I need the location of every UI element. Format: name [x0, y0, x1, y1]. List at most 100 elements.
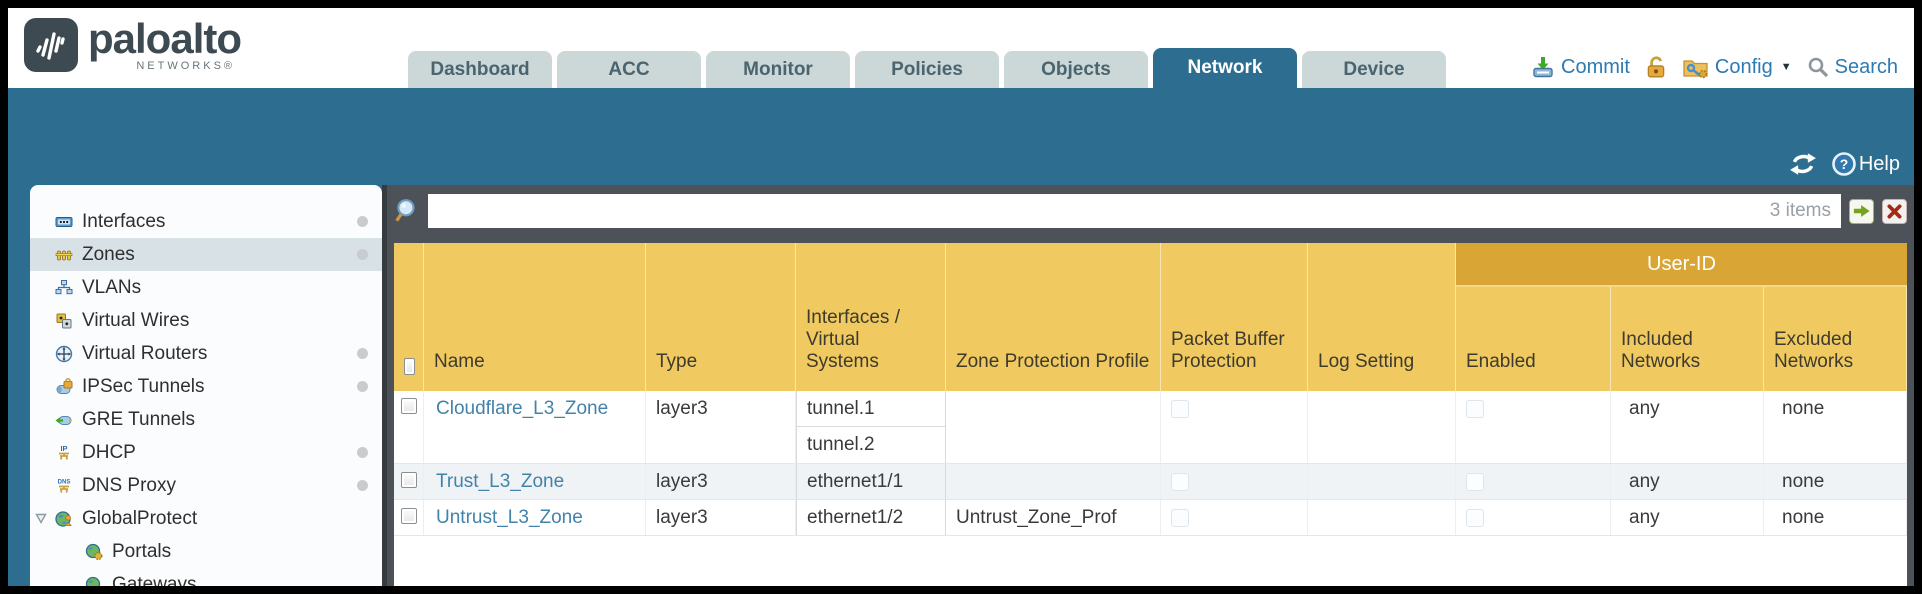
packet-buffer-protection-checkbox[interactable] [1171, 473, 1189, 491]
table-header: Name Type Interfaces / Virtual Systems Z… [394, 243, 1907, 391]
zone-type: layer3 [646, 391, 796, 463]
sidebar-item-virtual-wires[interactable]: Virtual Wires [30, 304, 382, 337]
packet-buffer-protection-checkbox[interactable] [1171, 400, 1189, 418]
config-label: Config [1714, 55, 1773, 78]
status-dot [357, 381, 368, 392]
col-header-type[interactable]: Type [646, 243, 796, 391]
col-header-included-networks[interactable]: Included Networks [1611, 243, 1764, 391]
status-dot [357, 249, 368, 260]
content-area: Interfaces Zones [8, 185, 1914, 586]
status-dot [357, 216, 368, 227]
log-setting [1308, 391, 1456, 463]
sidebar-item-interfaces[interactable]: Interfaces [30, 205, 382, 238]
col-header-name[interactable]: Name [424, 243, 646, 391]
filter-field: 3 items [428, 194, 1841, 228]
col-header-packet-buffer-protection[interactable]: Packet Buffer Protection [1161, 243, 1308, 391]
user-id-enabled-checkbox[interactable] [1466, 473, 1484, 491]
sidebar-item-label: Zones [82, 243, 135, 265]
clear-filter-button[interactable] [1882, 198, 1907, 224]
interface-cell: tunnel.2 [807, 434, 875, 455]
virtual-wires-icon [56, 313, 72, 328]
sidebar-item-label: Virtual Wires [82, 309, 190, 331]
packet-buffer-protection-checkbox[interactable] [1171, 509, 1189, 527]
user-id-enabled-checkbox[interactable] [1466, 400, 1484, 418]
col-header-interfaces[interactable]: Interfaces / Virtual Systems [796, 243, 946, 391]
config-button[interactable]: Config ▼ [1682, 55, 1792, 79]
zone-protection-profile: Untrust_Zone_Prof [946, 500, 1161, 535]
zone-name-link[interactable]: Cloudflare_L3_Zone [436, 398, 609, 419]
zone-type: layer3 [646, 500, 796, 535]
col-header-log-setting[interactable]: Log Setting [1308, 243, 1456, 391]
sidebar-item-label: IPSec Tunnels [82, 375, 205, 397]
tab-policies[interactable]: Policies [855, 51, 999, 88]
col-header-zone-protection-profile[interactable]: Zone Protection Profile [946, 243, 1161, 391]
table-row: Trust_L3_Zone layer3 ethernet1/1 any non… [394, 464, 1907, 500]
row-checkbox[interactable] [401, 472, 417, 488]
interface-cell: tunnel.1 [797, 391, 945, 427]
search-label: Search [1834, 55, 1898, 78]
col-header-enabled[interactable]: Enabled [1456, 243, 1611, 391]
sidebar-item-globalprotect[interactable]: GlobalProtect [30, 502, 382, 535]
help-icon: ? [1832, 152, 1856, 176]
apply-filter-button[interactable] [1849, 198, 1874, 224]
globalprotect-icon [55, 510, 72, 527]
sidebar-item-vlans[interactable]: VLANs [30, 271, 382, 304]
tab-network[interactable]: Network [1153, 48, 1297, 88]
config-icon [1683, 60, 1708, 79]
status-dot [357, 348, 368, 359]
tab-device[interactable]: Device [1302, 51, 1446, 88]
sidebar-item-virtual-routers[interactable]: Virtual Routers [30, 337, 382, 370]
dns-proxy-icon: DNS [58, 479, 70, 492]
table-empty-area [394, 536, 1907, 586]
refresh-icon[interactable] [1789, 152, 1817, 176]
row-checkbox[interactable] [401, 398, 417, 414]
sidebar-item-dhcp[interactable]: IP DHCP [30, 436, 382, 469]
sidebar-item-dns-proxy[interactable]: DNS DNS Proxy [30, 469, 382, 502]
app-window: paloalto NETWORKS® Dashboard ACC Monitor… [8, 8, 1914, 586]
table-row: Untrust_L3_Zone layer3 ethernet1/2 Untru… [394, 500, 1907, 536]
zones-icon [55, 250, 73, 260]
sidebar-item-label: GlobalProtect [82, 507, 198, 529]
col-header-excluded-networks[interactable]: Excluded Networks [1764, 243, 1907, 391]
commit-button[interactable]: Commit [1531, 55, 1630, 79]
paloalto-logo: paloalto NETWORKS® [24, 14, 242, 72]
ipsec-tunnels-icon [56, 377, 73, 394]
zones-table: Name Type Interfaces / Virtual Systems Z… [394, 243, 1907, 586]
sidebar-item-portals[interactable]: Portals [30, 535, 382, 568]
zone-name-link[interactable]: Trust_L3_Zone [436, 471, 565, 492]
tab-objects[interactable]: Objects [1004, 51, 1148, 88]
soundwave-icon [36, 32, 65, 60]
collapse-triangle-icon[interactable] [35, 513, 47, 524]
sidebar-item-zones[interactable]: Zones [30, 238, 382, 271]
excluded-networks: none [1764, 391, 1907, 463]
sidebar-item-gateways[interactable]: Gateways [30, 568, 382, 586]
tab-acc[interactable]: ACC [557, 51, 701, 88]
row-checkbox[interactable] [401, 508, 417, 524]
commit-label: Commit [1561, 55, 1630, 78]
sidebar-item-gre-tunnels[interactable]: GRE Tunnels [30, 403, 382, 436]
excluded-networks: none [1764, 464, 1907, 499]
zone-type: layer3 [646, 464, 796, 499]
help-button[interactable]: ? Help [1831, 151, 1900, 177]
search-button[interactable]: Search [1807, 56, 1898, 79]
items-count: 3 items [1769, 200, 1831, 221]
main-nav-tabs: Dashboard ACC Monitor Policies Objects N… [408, 48, 1446, 88]
lock-icon[interactable] [1645, 55, 1667, 79]
filter-input[interactable] [428, 194, 1841, 228]
zone-name-link[interactable]: Untrust_L3_Zone [436, 507, 583, 528]
tab-monitor[interactable]: Monitor [706, 51, 850, 88]
commit-icon [1533, 57, 1553, 78]
included-networks: any [1611, 464, 1764, 499]
sidebar-item-label: DNS Proxy [82, 474, 176, 496]
log-setting [1308, 464, 1456, 499]
tab-dashboard[interactable]: Dashboard [408, 51, 552, 88]
sidebar-item-label: Virtual Routers [82, 342, 208, 364]
sidebar-item-ipsec-tunnels[interactable]: IPSec Tunnels [30, 370, 382, 403]
user-id-enabled-checkbox[interactable] [1466, 509, 1484, 527]
top-toolbar: Commit Config ▼ [1531, 55, 1898, 79]
included-networks: any [1611, 391, 1764, 463]
brand-name: paloalto [88, 14, 242, 62]
interface-cell: ethernet1/1 [807, 470, 904, 492]
status-dot [357, 480, 368, 491]
select-all-checkbox[interactable] [404, 358, 415, 375]
